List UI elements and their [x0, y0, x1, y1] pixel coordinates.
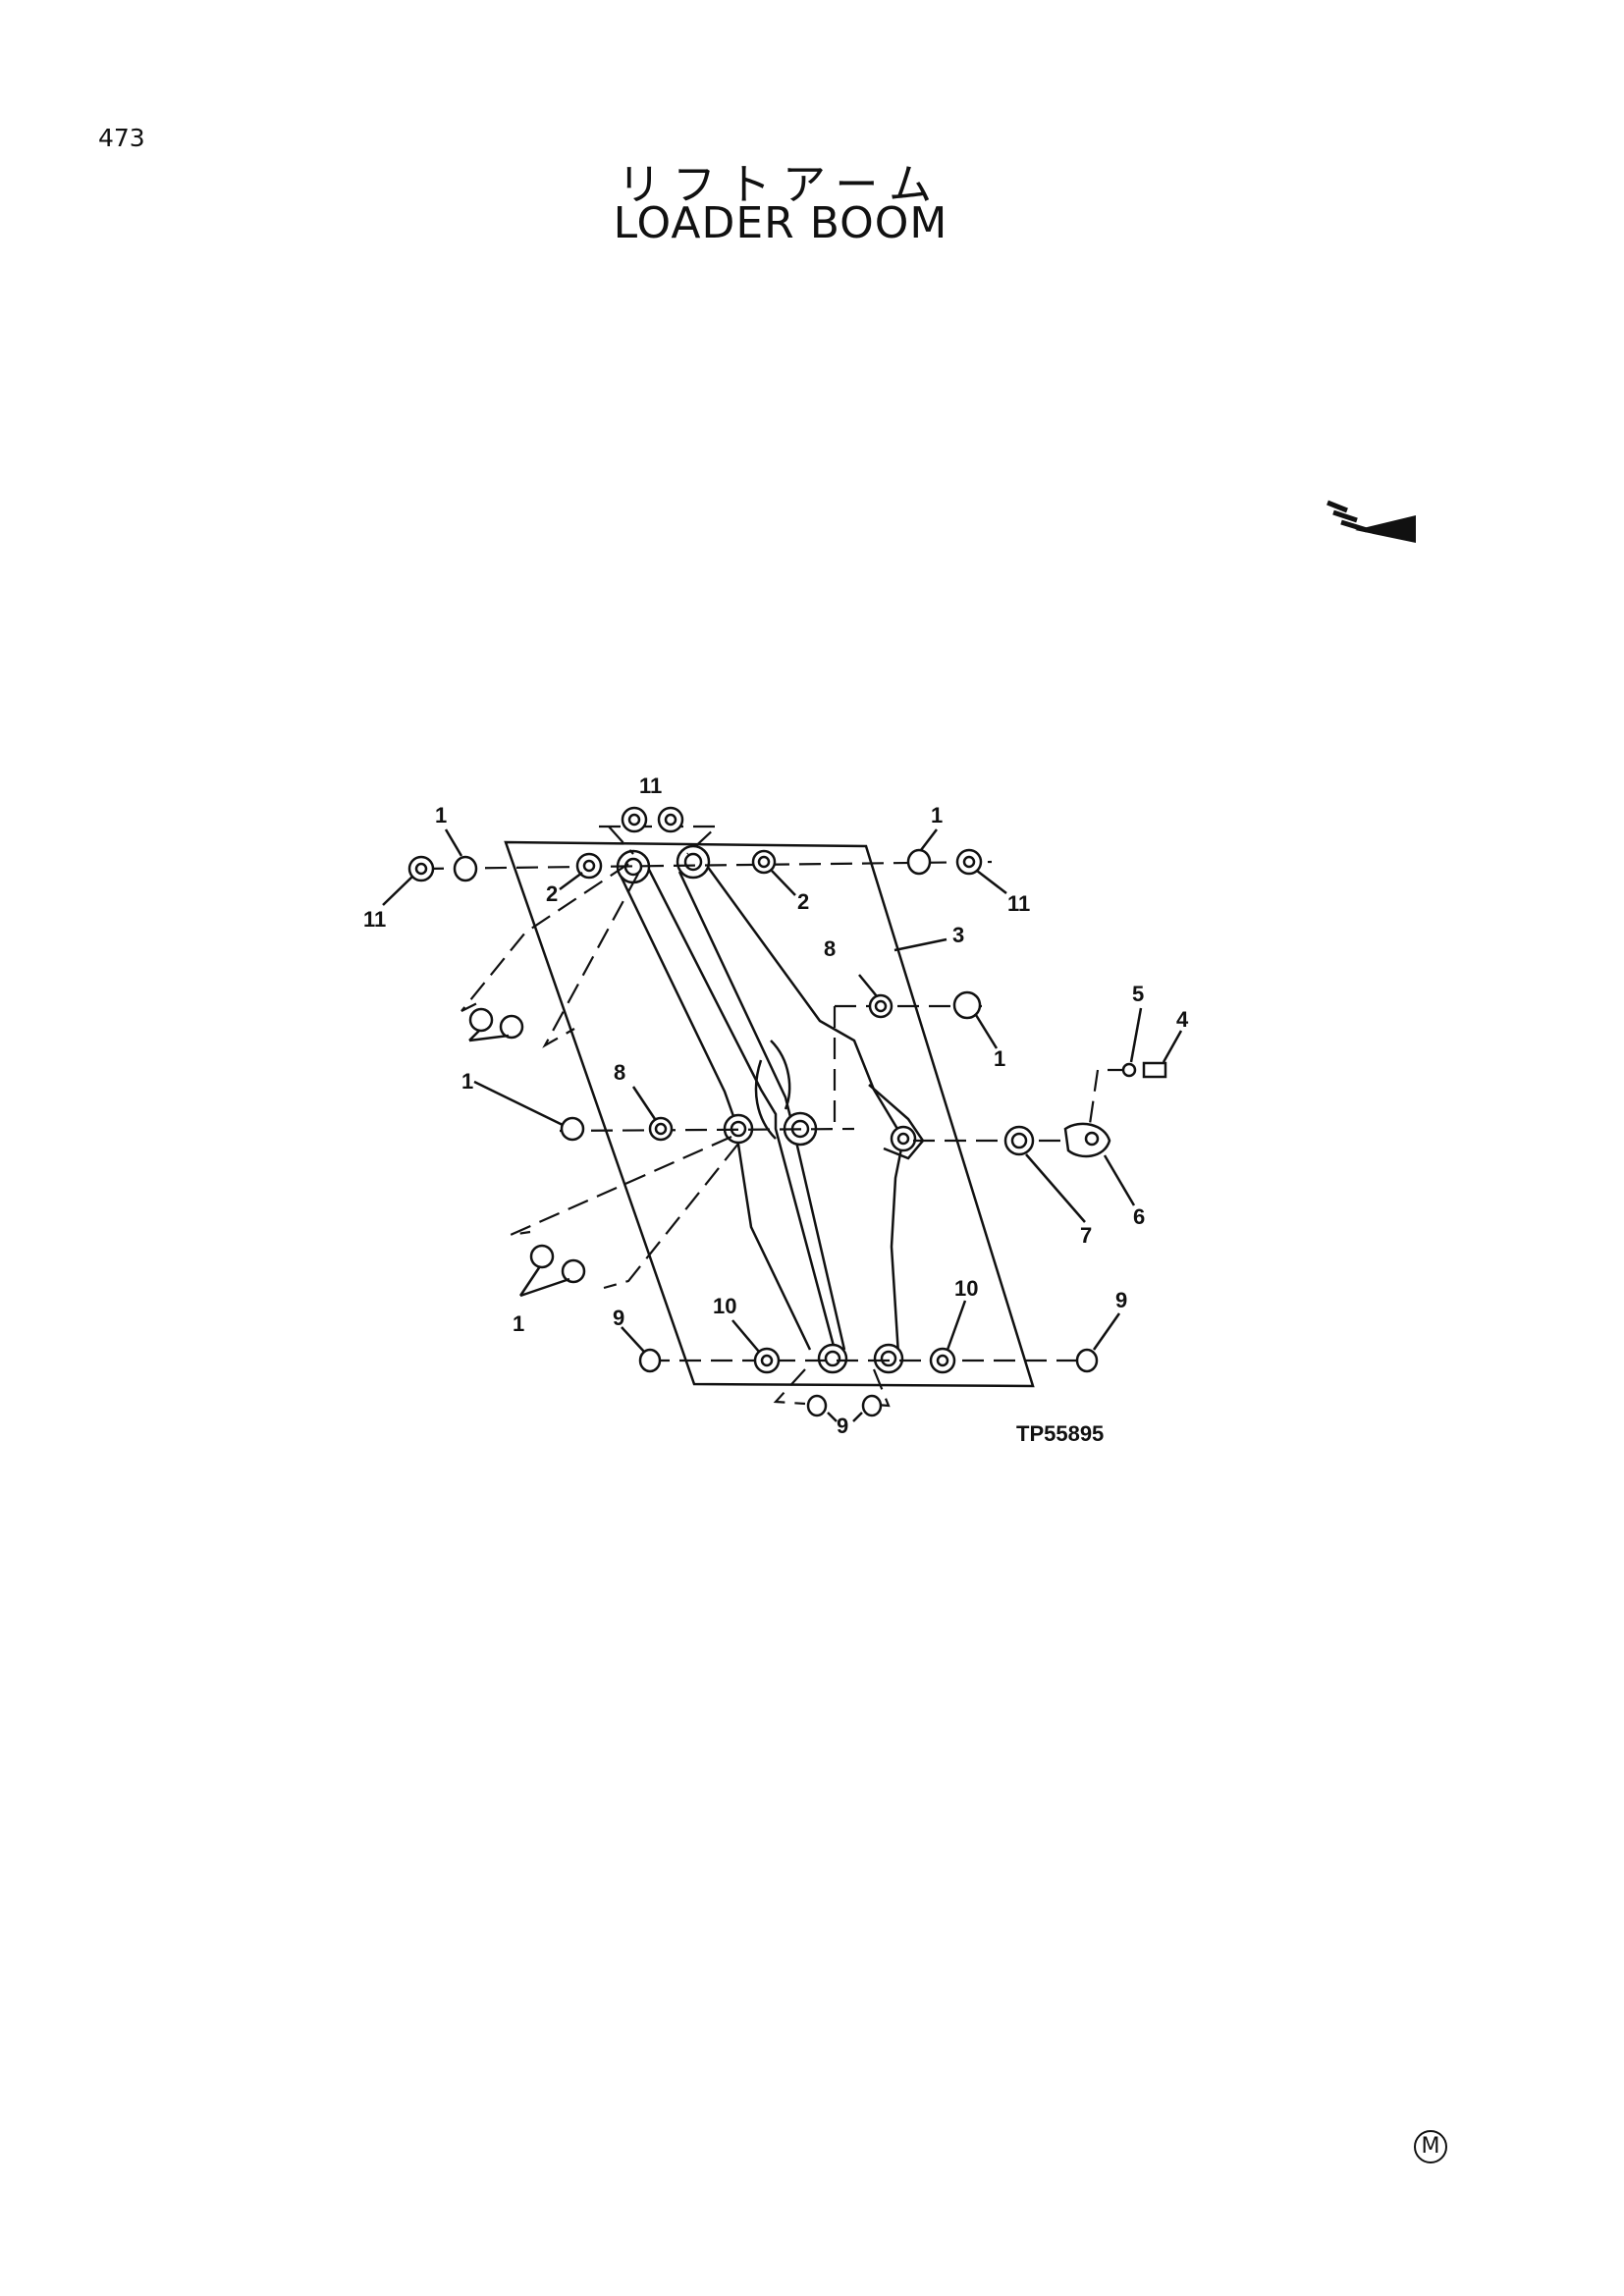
callout-1: 1 [461, 1069, 473, 1094]
callout-1: 1 [435, 803, 447, 828]
callout-labels: 11 1 11 2 2 1 11 3 8 1 1 8 5 4 6 7 1 9 1… [363, 774, 1189, 1446]
callout-8: 8 [824, 936, 836, 961]
callout-11: 11 [1007, 891, 1030, 916]
callout-9: 9 [1115, 1288, 1127, 1312]
page-title-japanese: リフトアーム [617, 160, 945, 210]
frame-outline [504, 840, 1035, 1388]
callout-4: 4 [1176, 1007, 1189, 1032]
callout-7: 7 [1080, 1223, 1092, 1248]
callout-1: 1 [513, 1311, 524, 1336]
callout-9: 9 [837, 1414, 848, 1438]
parts-hardware [407, 806, 1167, 1417]
callout-5: 5 [1132, 982, 1144, 1006]
boom-arm-left [616, 849, 848, 1374]
callout-6: 6 [1133, 1204, 1145, 1229]
registered-mark: M [1414, 2130, 1447, 2163]
callout-10: 10 [713, 1294, 736, 1318]
callout-11: 11 [363, 907, 386, 932]
callout-3: 3 [952, 923, 964, 947]
callout-2: 2 [546, 881, 558, 906]
callout-1: 1 [931, 803, 943, 828]
callout-2: 2 [797, 889, 809, 914]
diagram-reference-code: TP55895 [1016, 1421, 1104, 1446]
page-number: 473 [98, 124, 145, 152]
callout-10: 10 [954, 1276, 978, 1301]
callout-leaders [382, 828, 1183, 1422]
callout-1: 1 [994, 1046, 1005, 1071]
page-title-english: LOADER BOOM [613, 198, 948, 248]
callout-9: 9 [613, 1306, 624, 1330]
callout-8: 8 [614, 1060, 625, 1085]
direction-arrow-icon [1326, 500, 1416, 543]
callout-11: 11 [639, 774, 662, 798]
assembly-lines [421, 825, 1129, 1408]
